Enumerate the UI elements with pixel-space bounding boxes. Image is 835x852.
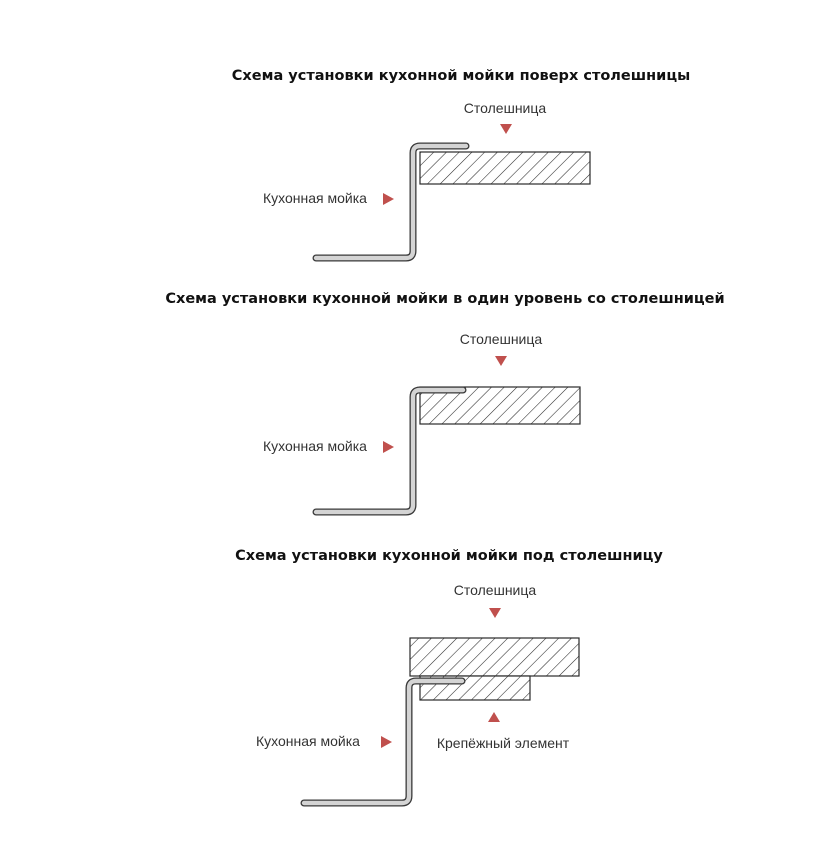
diagram-1-sink: [312, 142, 470, 262]
diagram-1-countertop: [419, 151, 591, 185]
diagram-flush-countertop: Схема установки кухонной мойки в один ур…: [165, 291, 725, 516]
diagram-3-fastener-label: Крепёжный элемент: [437, 735, 570, 751]
diagram-3-sink-arrow-icon: [381, 736, 392, 748]
diagram-2-countertop-label: Столешница: [460, 331, 543, 347]
diagram-1-countertop-label: Столешница: [464, 100, 547, 116]
diagram-under-countertop: Схема установки кухонной мойки под столе…: [235, 548, 663, 807]
diagram-1-sink-arrow-icon: [383, 193, 394, 205]
diagram-2-title: Схема установки кухонной мойки в один ур…: [165, 291, 724, 307]
diagram-3-title: Схема установки кухонной мойки под столе…: [235, 548, 663, 564]
diagram-3-fastener-arrow-icon: [488, 712, 500, 722]
diagram-2-sink: [312, 386, 467, 516]
diagram-2-sink-label: Кухонная мойка: [263, 438, 367, 454]
diagram-1-countertop-arrow-icon: [500, 124, 512, 134]
diagram-3-countertop-label: Столешница: [454, 582, 537, 598]
diagram-3-sink: [300, 677, 466, 807]
diagram-2-sink-arrow-icon: [383, 441, 394, 453]
diagram-1-sink-label: Кухонная мойка: [263, 190, 367, 206]
diagram-1-title: Схема установки кухонной мойки поверх ст…: [232, 68, 690, 84]
diagram-2-countertop-arrow-icon: [495, 356, 507, 366]
diagram-3-countertop-arrow-icon: [489, 608, 501, 618]
diagram-3-countertop: [409, 637, 580, 677]
diagram-3-sink-label: Кухонная мойка: [256, 733, 360, 749]
diagram-over-countertop: Схема установки кухонной мойки поверх ст…: [232, 68, 690, 262]
